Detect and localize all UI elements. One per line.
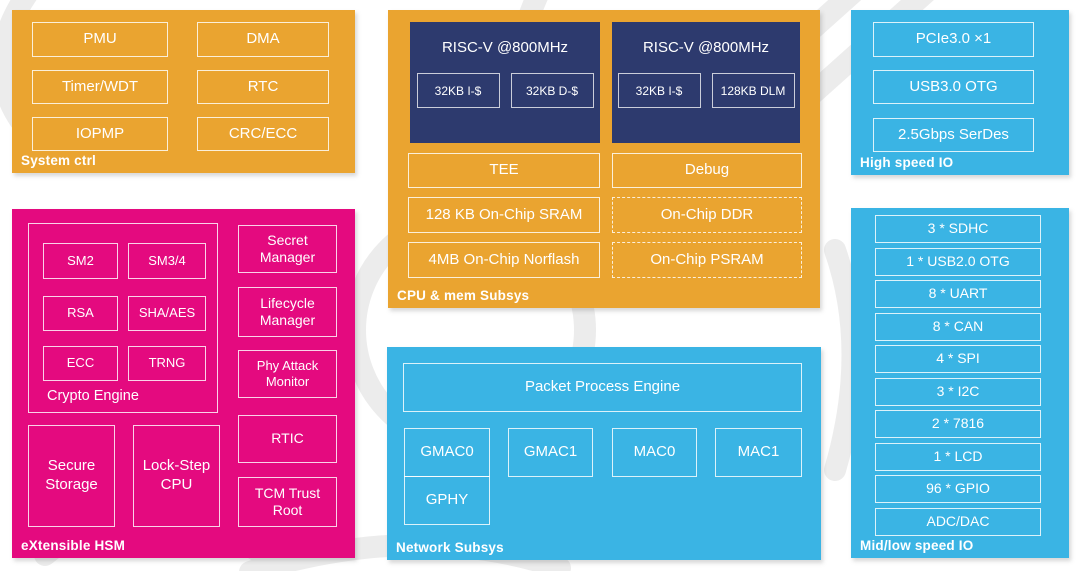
block-packet-process-engine: Packet Process Engine xyxy=(403,363,802,412)
panel-label-high-speed-io: High speed IO xyxy=(860,155,954,170)
block-rtc: RTC xyxy=(197,70,329,104)
block-i2c: 3 * I2C xyxy=(875,377,1041,406)
core0-title: RISC-V @800MHz xyxy=(441,39,569,56)
block-secret-manager: Secret Manager xyxy=(238,225,337,273)
core1-dlm: 128KB DLM xyxy=(711,73,795,108)
block-lcd: 1 * LCD xyxy=(875,442,1041,471)
block-gpio: 96 * GPIO xyxy=(875,475,1041,503)
panel-label-network-subsys: Network Subsys xyxy=(396,540,504,555)
panel-label-system-ctrl: System ctrl xyxy=(21,153,96,168)
block-sha-aes: SHA/AES xyxy=(128,296,206,331)
block-mac1: MAC1 xyxy=(715,428,802,477)
core1-icache: 32KB I-$ xyxy=(617,73,701,108)
block-tee: TEE xyxy=(408,153,600,188)
block-sm2: SM2 xyxy=(43,243,118,279)
block-sm3-4: SM3/4 xyxy=(128,243,206,279)
block-trng: TRNG xyxy=(128,346,206,381)
block-lifecycle-manager: Lifecycle Manager xyxy=(238,287,337,337)
block-mac0: MAC0 xyxy=(612,428,697,477)
block-pmu: PMU xyxy=(32,22,168,57)
block-gmac1: GMAC1 xyxy=(508,428,593,477)
block-serdes: 2.5Gbps SerDes xyxy=(873,118,1034,152)
block-lock-step-cpu: Lock-Step CPU xyxy=(133,425,220,527)
block-dma: DMA xyxy=(197,22,329,57)
panel-system-ctrl: PMU DMA Timer/WDT RTC IOPMP CRC/ECC Syst… xyxy=(12,10,355,173)
block-riscv-core-1: RISC-V @800MHz 32KB I-$ 128KB DLM xyxy=(612,22,800,143)
block-ecc: ECC xyxy=(43,346,118,381)
block-onchip-ddr: On-Chip DDR xyxy=(612,197,802,233)
panel-high-speed-io: PCIe3.0 ×1 USB3.0 OTG 2.5Gbps SerDes Hig… xyxy=(851,10,1069,175)
group-crypto-engine: SM2 SM3/4 RSA SHA/AES ECC TRNG Crypto En… xyxy=(28,223,218,413)
block-iopmp: IOPMP xyxy=(32,117,168,151)
panel-cpu-mem-subsys: RISC-V @800MHz 32KB I-$ 32KB D-$ RISC-V … xyxy=(388,10,820,308)
block-spi: 4 * SPI xyxy=(875,345,1041,373)
block-onchip-psram: On-Chip PSRAM xyxy=(612,242,802,278)
core0-dcache: 32KB D-$ xyxy=(510,73,594,108)
panel-label-extensible-hsm: eXtensible HSM xyxy=(21,538,126,553)
block-tcm-trust-root: TCM Trust Root xyxy=(238,477,337,527)
block-uart: 8 * UART xyxy=(875,280,1041,308)
core0-icache: 32KB I-$ xyxy=(416,73,500,108)
panel-label-cpu-mem-subsys: CPU & mem Subsys xyxy=(397,288,530,303)
panel-extensible-hsm: SM2 SM3/4 RSA SHA/AES ECC TRNG Crypto En… xyxy=(12,209,355,558)
block-pcie: PCIe3.0 ×1 xyxy=(873,22,1034,57)
block-adc-dac: ADC/DAC xyxy=(875,507,1041,536)
block-onchip-norflash: 4MB On-Chip Norflash xyxy=(408,242,600,278)
block-7816: 2 * 7816 xyxy=(875,410,1041,438)
block-onchip-sram: 128 KB On-Chip SRAM xyxy=(408,197,600,233)
block-gmac0: GMAC0 xyxy=(404,428,490,477)
block-phy-attack-monitor: Phy Attack Monitor xyxy=(238,350,337,398)
block-timer-wdt: Timer/WDT xyxy=(32,70,168,104)
block-rtic: RTIC xyxy=(238,415,337,463)
block-rsa: RSA xyxy=(43,296,118,331)
block-usb2-otg: 1 * USB2.0 OTG xyxy=(875,247,1041,276)
panel-network-subsys: Packet Process Engine GMAC0 GMAC1 MAC0 M… xyxy=(387,347,821,560)
block-debug: Debug xyxy=(612,153,802,188)
block-sdhc: 3 * SDHC xyxy=(875,215,1041,243)
block-can: 8 * CAN xyxy=(875,312,1041,341)
block-riscv-core-0: RISC-V @800MHz 32KB I-$ 32KB D-$ xyxy=(410,22,600,143)
panel-mid-low-speed-io: 3 * SDHC 1 * USB2.0 OTG 8 * UART 8 * CAN… xyxy=(851,208,1069,558)
group-label-crypto-engine: Crypto Engine xyxy=(47,388,139,404)
block-secure-storage: Secure Storage xyxy=(28,425,115,527)
panel-label-mid-low-speed-io: Mid/low speed IO xyxy=(860,538,974,553)
block-usb3-otg: USB3.0 OTG xyxy=(873,70,1034,104)
block-crc-ecc: CRC/ECC xyxy=(197,117,329,151)
core1-title: RISC-V @800MHz xyxy=(642,39,770,56)
block-gphy: GPHY xyxy=(404,475,490,525)
